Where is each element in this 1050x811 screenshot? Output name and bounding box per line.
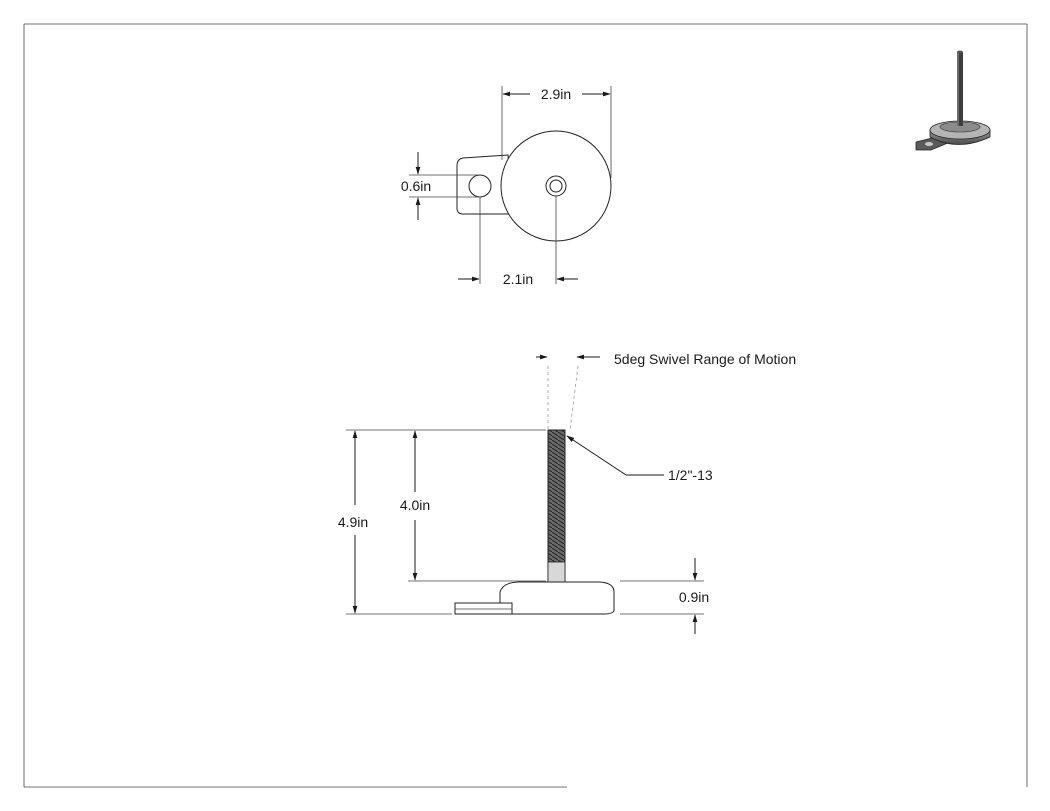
top-view: 2.9in 0.6in 2.1in <box>401 86 612 287</box>
dim-thread: 1/2"-13 <box>668 467 713 483</box>
dim-overall-height: 4.9in <box>338 514 368 530</box>
side-tab <box>454 602 513 615</box>
side-base <box>499 581 615 615</box>
dim-stud-height: 4.0in <box>400 497 430 513</box>
dim-swivel: 5deg Swivel Range of Motion <box>614 351 796 367</box>
dim-base-height: 0.9in <box>679 589 709 605</box>
sheet-border <box>23 23 1028 788</box>
dim-diameter: 2.9in <box>541 86 571 102</box>
stud-inner <box>549 179 563 193</box>
tab-hole <box>468 174 492 198</box>
side-view: 5deg Swivel Range of Motion 1/2"-13 4.9i… <box>338 351 796 634</box>
leveling-mount-isometric-icon <box>915 50 991 151</box>
dim-hole-spacing: 2.1in <box>503 271 533 287</box>
dim-hole: 0.6in <box>401 178 431 194</box>
threaded-stud <box>547 429 566 583</box>
